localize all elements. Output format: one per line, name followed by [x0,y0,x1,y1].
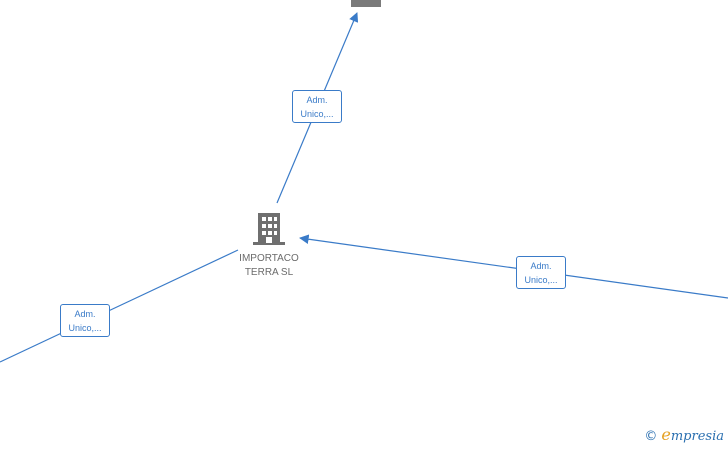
brand-name: mpresia [670,429,724,444]
edge-label-role: Adm. [306,95,328,105]
edge-label-detail: Unico,... [524,275,558,285]
edge-from-right [299,234,728,299]
building-icon[interactable] [351,0,381,7]
brand-watermark: ©empresia [644,425,724,444]
edge-label-role: Adm. [74,309,96,319]
edge-label-right[interactable]: Adm. Unico,... [516,256,566,289]
edge-label-detail: Unico,... [300,109,334,119]
edge-label-detail: Unico,... [68,323,102,333]
company-node-label[interactable]: IMPORTACO TERRA SL [239,253,299,278]
copyright-icon: © [644,429,658,444]
brand-initial: e [661,425,671,444]
edge-label-top[interactable]: Adm. Unico,... [292,90,342,123]
building-icon[interactable] [253,213,285,245]
edge-label-role: Adm. [530,261,552,271]
edge-label-bottom-left[interactable]: Adm. Unico,... [60,304,110,337]
edge-to-bottom-left [0,249,239,363]
